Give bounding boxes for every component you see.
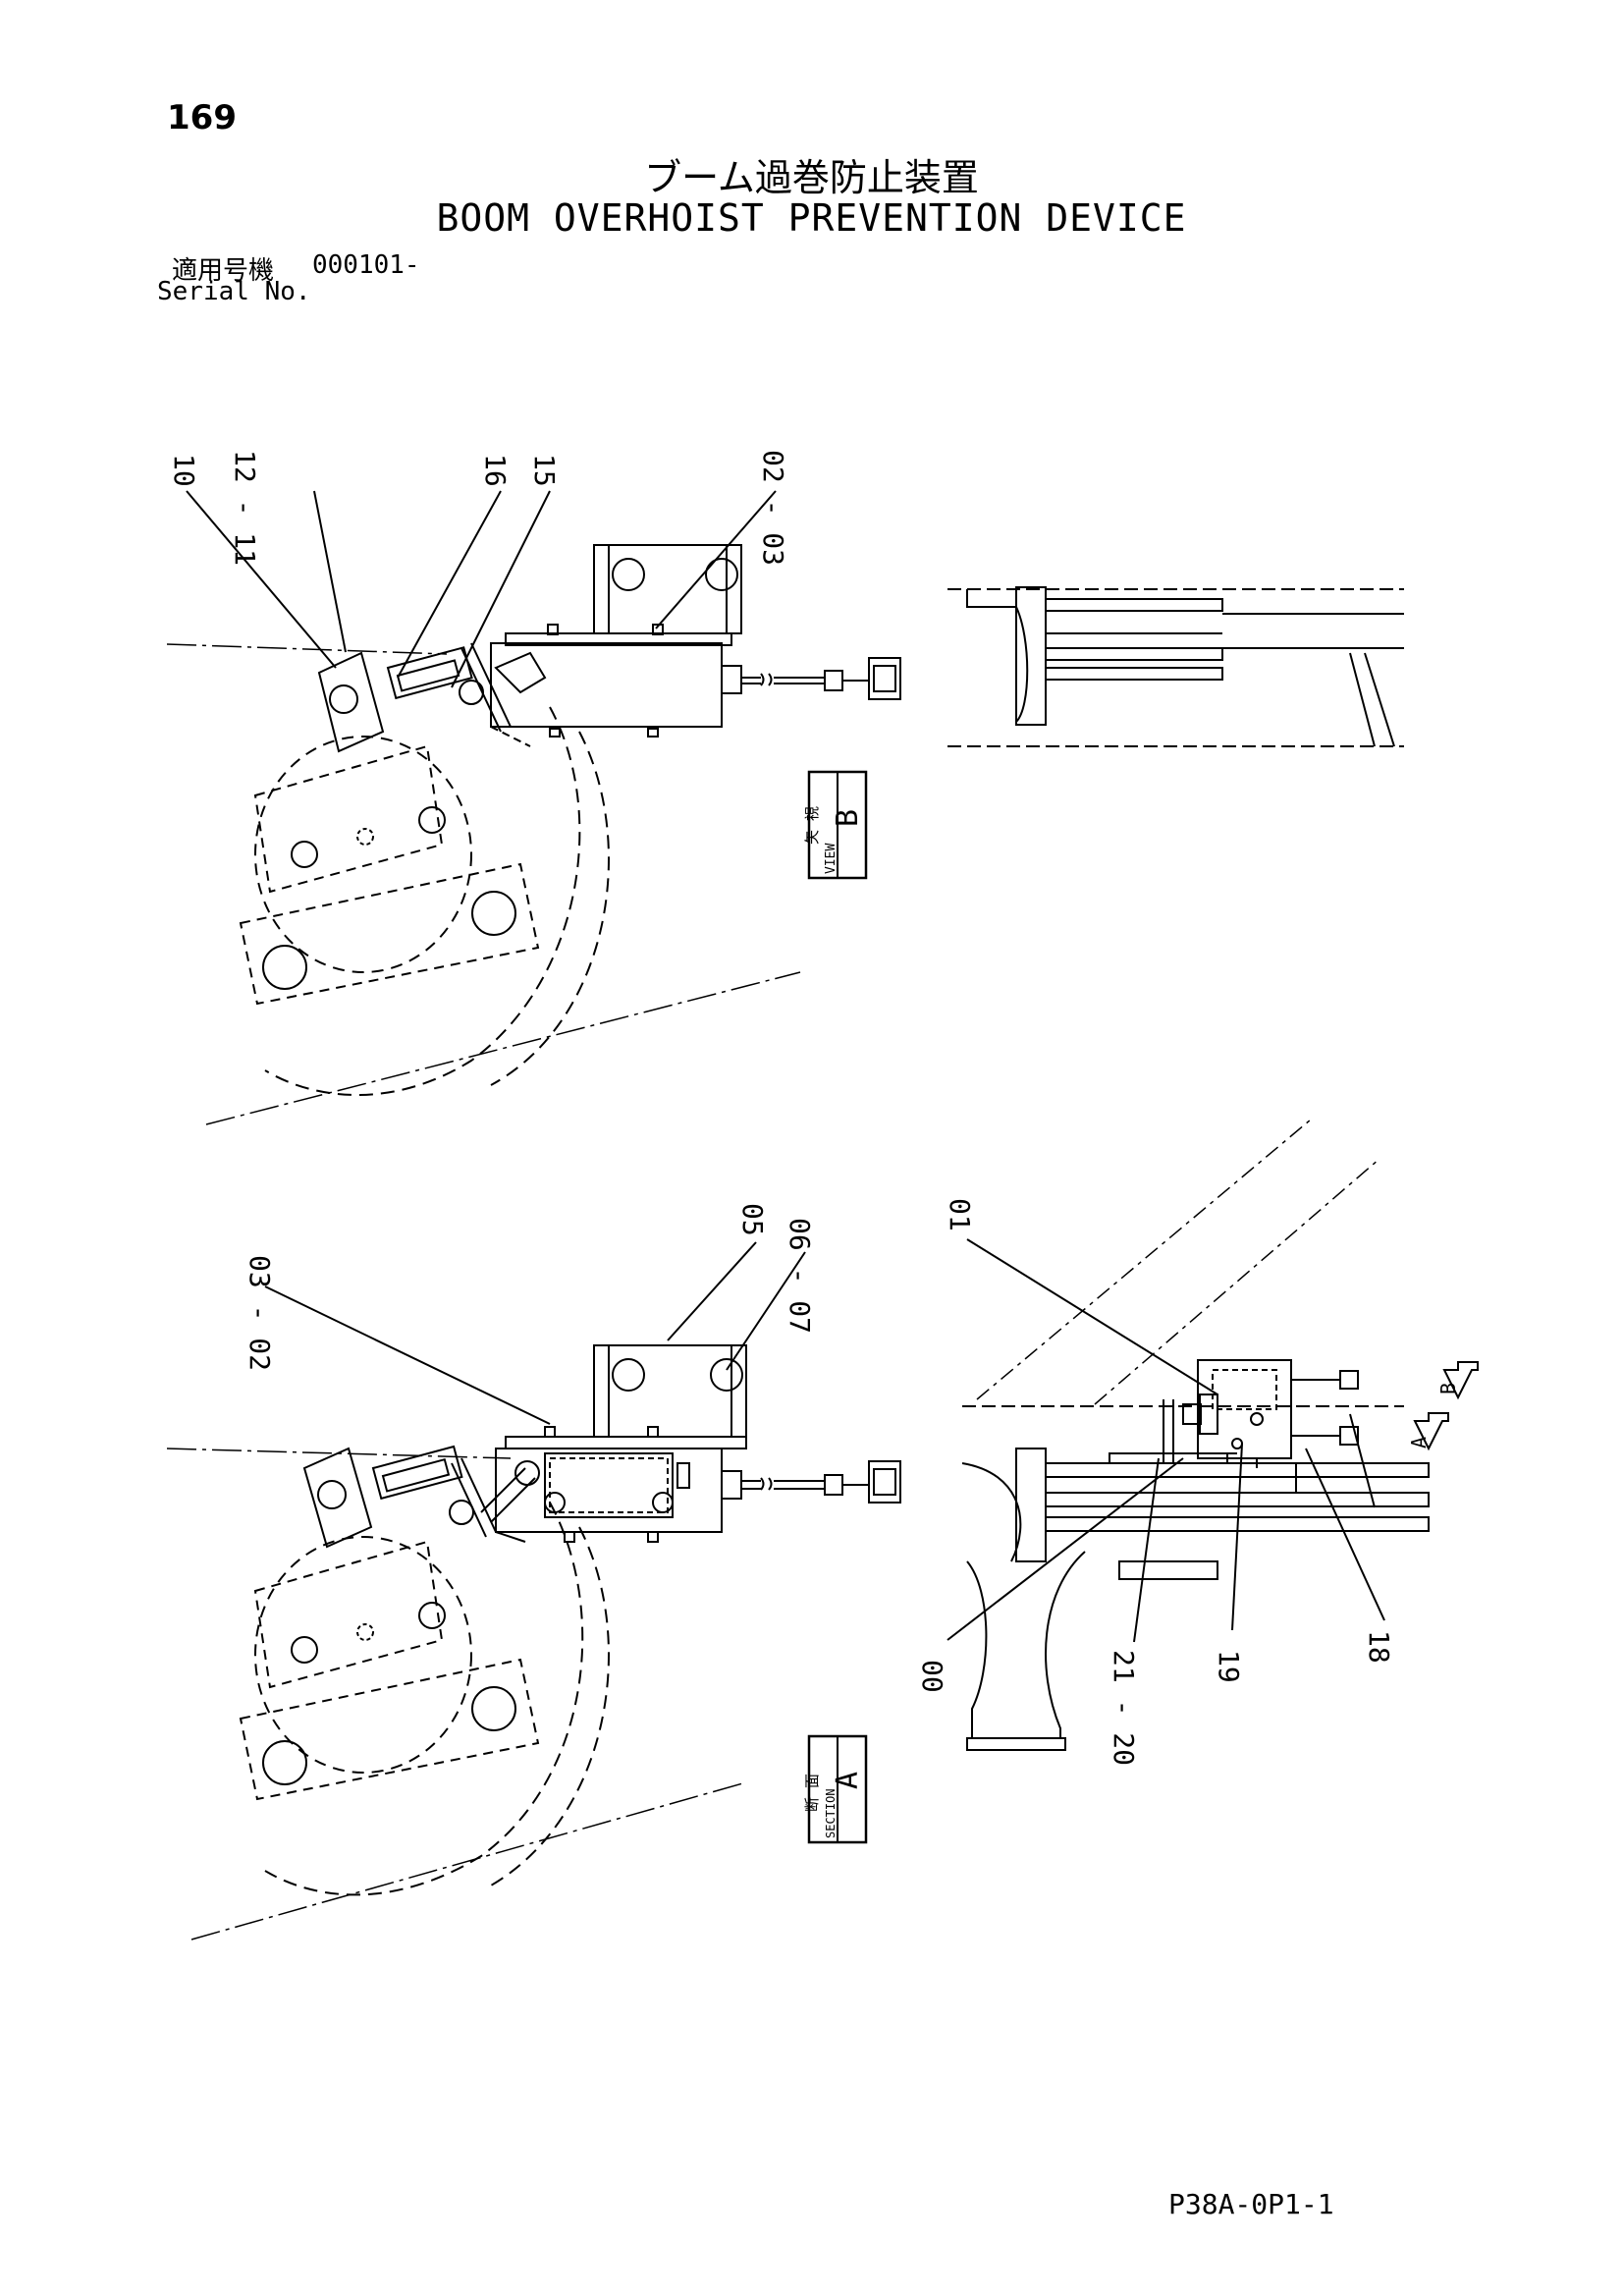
section-a-tag-japanese: 断 面 [803,1774,821,1812]
callout-16: 16 [479,454,512,487]
view-b-tag-english: VIEW [824,844,839,874]
serial-label-japanese: 適用号機 [172,256,275,286]
serial-label-english: Serial No. [157,277,311,306]
callout-03-02: 03 - 02 [243,1255,276,1371]
callout-19: 19 [1213,1650,1245,1683]
assembly-arrow-a: A [1407,1437,1431,1449]
serial-value: 000101- [312,250,420,280]
callout-05: 05 [736,1203,769,1236]
assembly-arrow-b: B [1436,1383,1460,1394]
drawing-code: P38A-0P1-1 [1168,2188,1334,2220]
section-a-tag-letter: A [831,1772,865,1789]
section-a-tag-english: SECTION [824,1788,838,1838]
section-a-drawing: 03 - 02 05 06 - 07 [166,1203,901,1941]
callout-00: 00 [916,1660,948,1693]
page-title-japanese: ブーム過巻防止装置 [644,156,979,199]
view-b-drawing: 10 12 - 11 16 15 02 - 03 [166,450,1404,1125]
callout-21-20: 21 - 20 [1108,1650,1140,1766]
callout-01: 01 [944,1198,976,1231]
callout-18: 18 [1363,1630,1395,1664]
page-number: 169 [167,98,237,137]
callout-10: 10 [168,454,200,487]
view-b-label-box: 矢 視 VIEW B [803,770,868,880]
view-b-tag-letter: B [831,809,865,827]
page-title-english: BOOM OVERHOIST PREVENTION DEVICE [436,196,1187,240]
assembly-drawing: 01 00 21 - 20 19 18 [916,1119,1479,1766]
callout-15: 15 [528,454,561,487]
view-b-tag-japanese: 矢 視 [803,806,821,845]
section-a-label-box: 断 面 SECTION A [803,1734,868,1844]
